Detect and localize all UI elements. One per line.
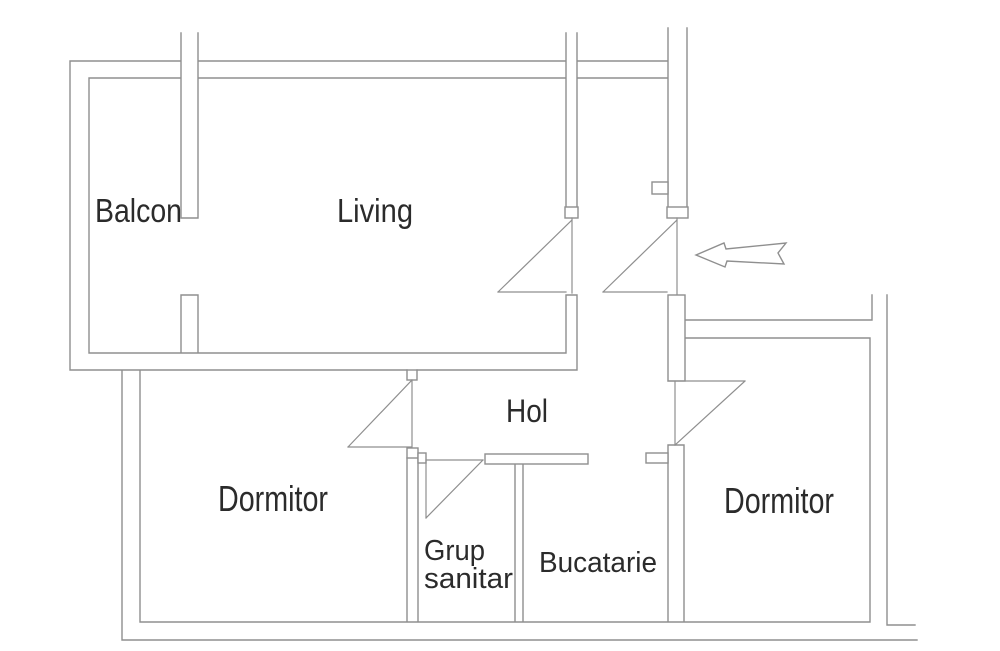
room-label-bucatarie: Bucatarie — [539, 547, 657, 579]
wall-block-entrance — [667, 294, 686, 382]
door-swing-grup-sanitar — [425, 459, 484, 519]
room-label-grup-sanitar-line2: sanitar — [424, 563, 513, 595]
room-label-dormitor-left: Dormitor — [218, 478, 328, 519]
jamb-dormitor-left-top — [406, 369, 418, 381]
room-label-living: Living — [337, 192, 413, 229]
jamb-grup-sanitar — [417, 452, 427, 464]
entrance-arrow-icon — [694, 242, 788, 268]
door-swing-entrance — [602, 217, 678, 295]
hinge-tab-dormitor-right — [645, 452, 669, 464]
door-swing-dormitor-left — [347, 379, 413, 448]
walls-outline — [69, 27, 918, 641]
jamb-dormitor-left-bottom — [406, 447, 419, 459]
wall-bar-bucatarie — [484, 453, 589, 465]
room-label-hol: Hol — [506, 393, 548, 429]
room-label-dormitor-right: Dormitor — [724, 480, 834, 521]
room-label-grup-sanitar-line1: Grup — [424, 535, 485, 567]
room-label-balcon: Balcon — [95, 192, 182, 229]
door-swing-living — [497, 217, 573, 294]
door-swing-dormitor-right — [667, 380, 746, 446]
wall-cap-living-door — [564, 206, 579, 219]
wall-cap-entrance-door — [666, 206, 689, 219]
hinge-tab-entrance — [651, 181, 669, 195]
